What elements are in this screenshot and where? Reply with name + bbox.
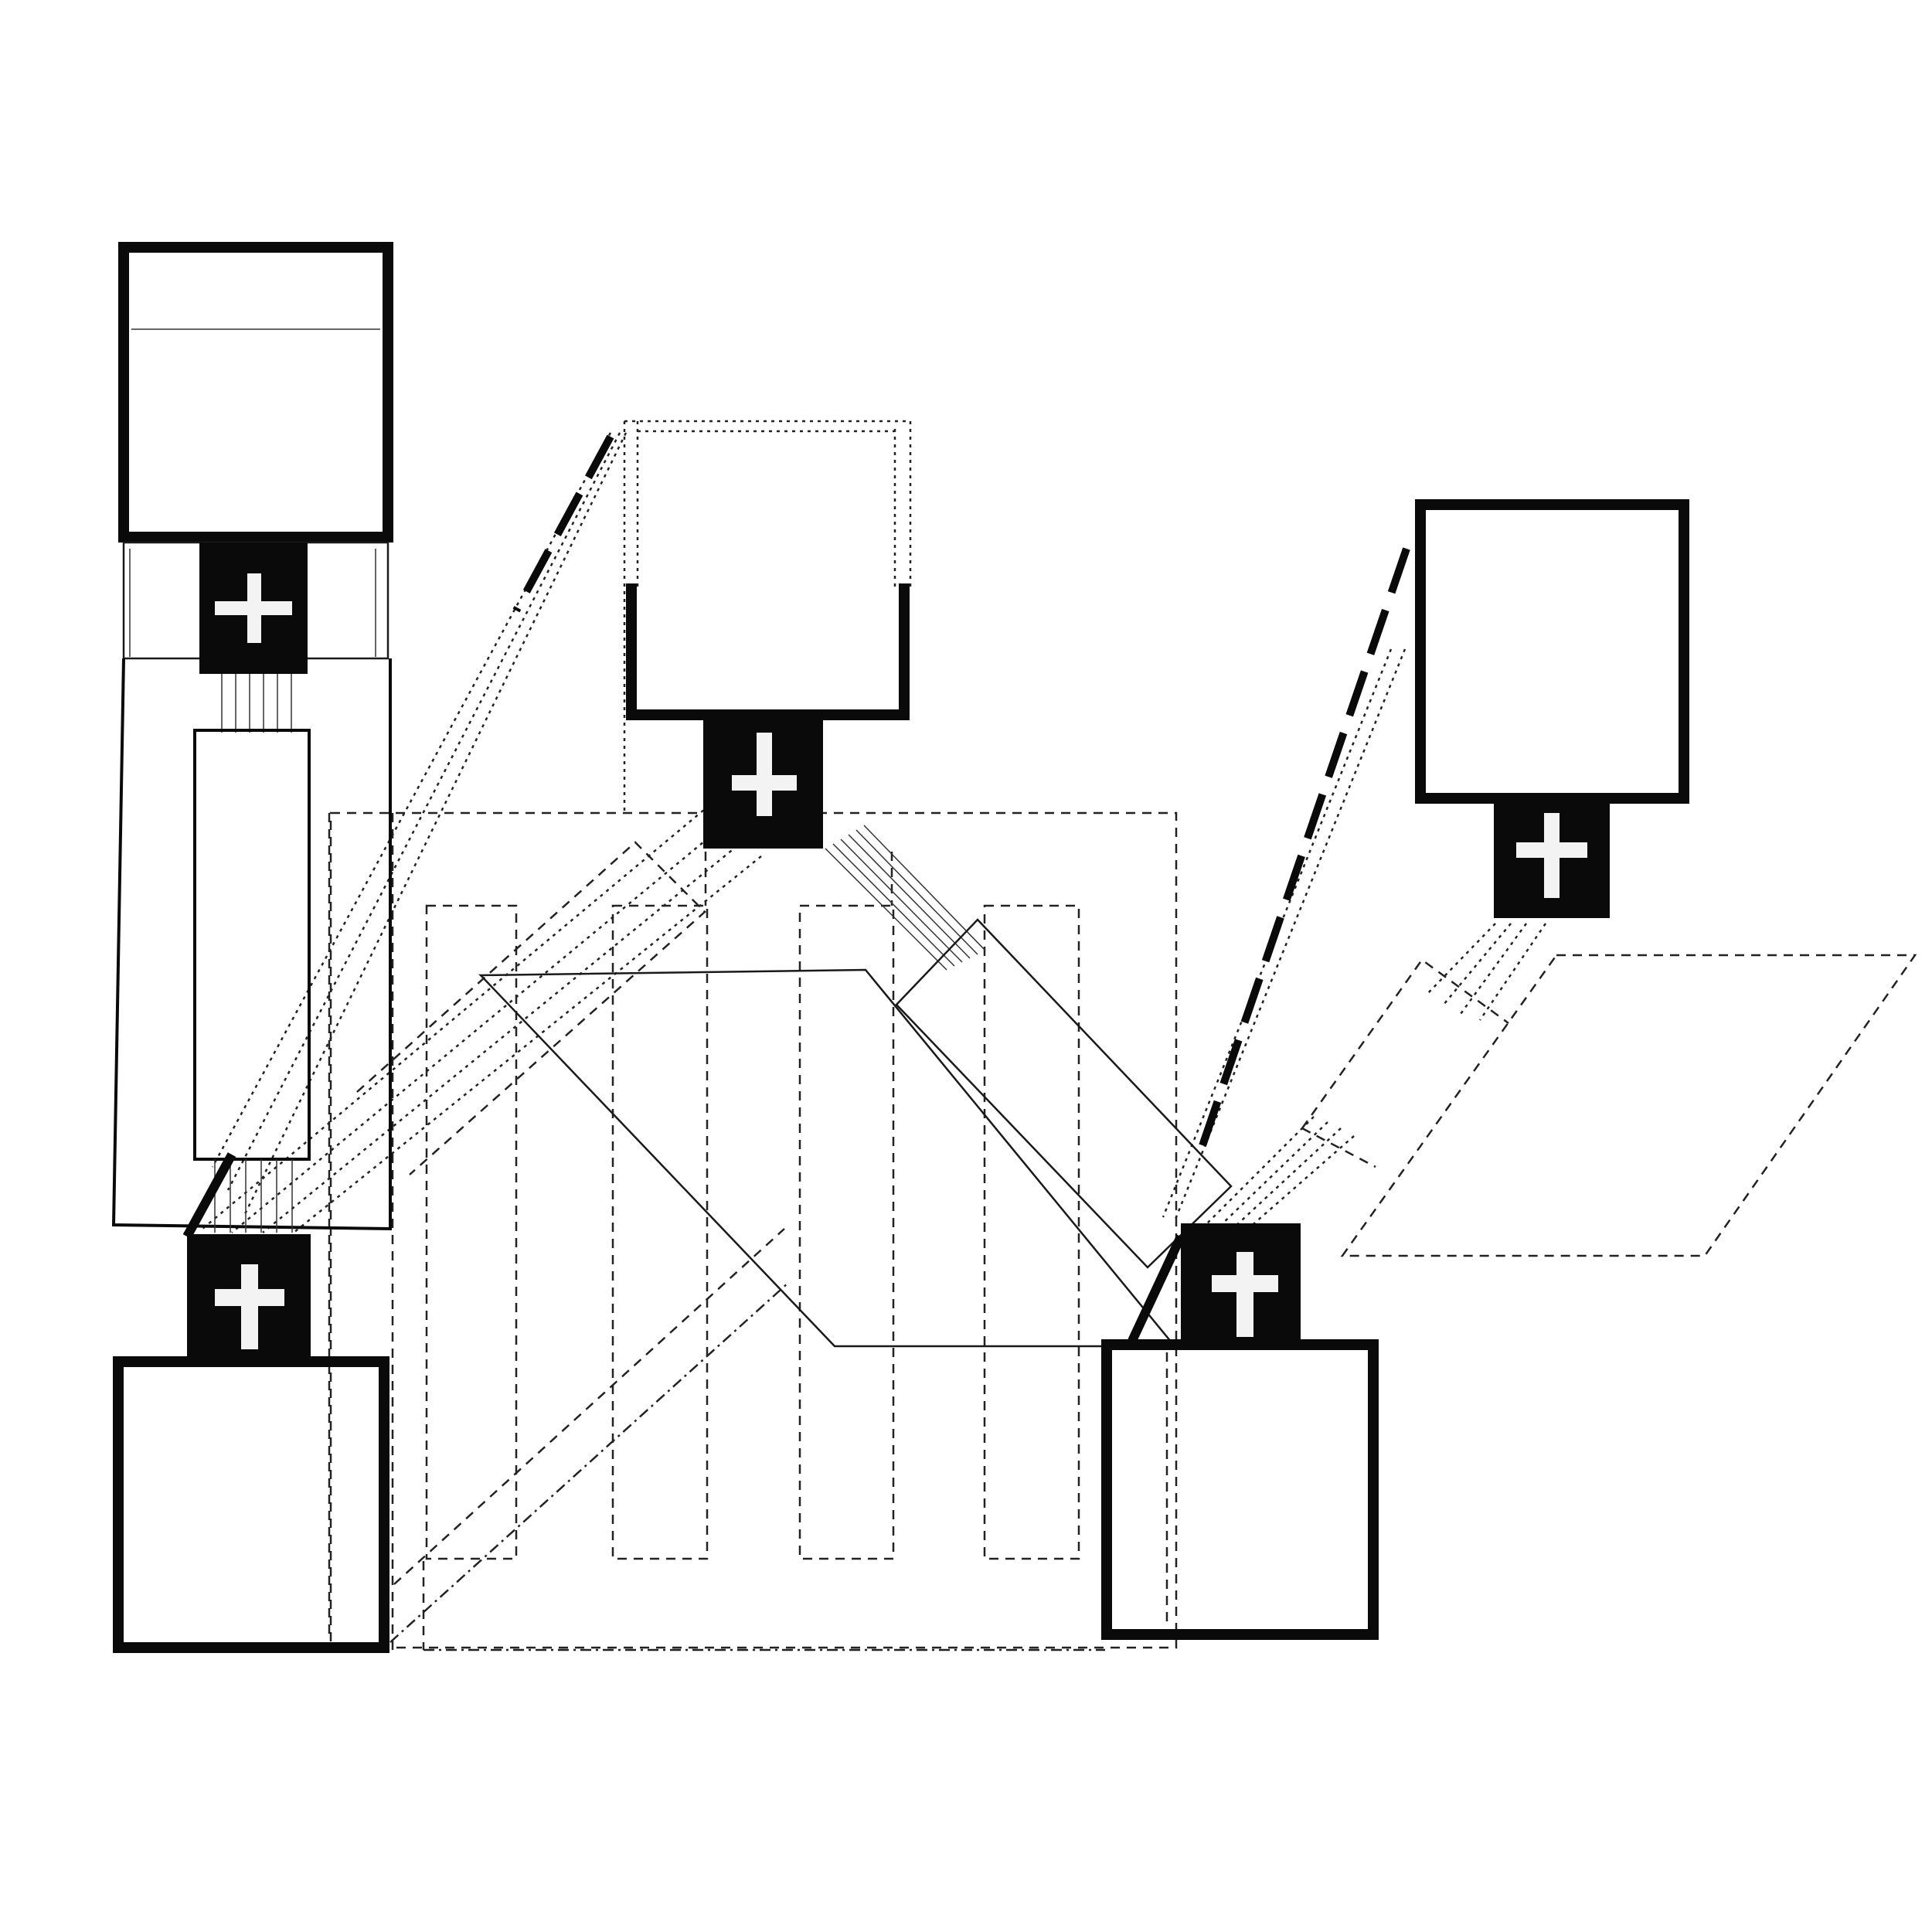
- square-frame: [118, 242, 393, 543]
- cross-icon: [732, 733, 797, 816]
- dashed-diagonal: [393, 1228, 785, 1585]
- dashed-bracket-right: [1301, 958, 1509, 1129]
- square-frame: [1101, 1339, 1379, 1640]
- dash-dot-diagonal: [389, 1282, 789, 1643]
- striped-pole: [512, 434, 614, 613]
- dotted-projection: [1173, 648, 1406, 1222]
- dotted-projection: [1427, 923, 1496, 994]
- connector-line: [855, 829, 978, 955]
- unit-bottom-right: [1101, 1223, 1379, 1640]
- unit-top-left: [111, 242, 614, 1239]
- solid-planes: [478, 918, 1233, 1348]
- tall-frame: [111, 658, 392, 1231]
- dotted-projection: [1443, 923, 1512, 1005]
- inner-panel: [193, 729, 311, 1161]
- dashed-bracket-foot: [1301, 1127, 1376, 1168]
- connector-line: [863, 825, 986, 951]
- rotated-slab: [895, 918, 1233, 1269]
- unit-top-center: [626, 583, 910, 849]
- dotted-projection: [293, 855, 762, 1233]
- square-frame: [113, 1356, 389, 1653]
- dashed-rhombus-right: [1340, 954, 1917, 1257]
- dashed-bay-4: [983, 904, 1080, 1560]
- large-dashed-outline: [329, 811, 1178, 1649]
- projection-lines: [202, 420, 1547, 1233]
- dotted-projection: [1247, 1135, 1355, 1230]
- square-frame: [626, 583, 910, 720]
- dashed-bay-3: [798, 904, 895, 1560]
- pole: [182, 1152, 236, 1239]
- dashed-planes: [356, 841, 1917, 1643]
- cross-icon: [1212, 1252, 1278, 1337]
- dotted-projection: [231, 822, 727, 1233]
- dotted-projection: [1162, 648, 1393, 1218]
- pole: [1128, 1234, 1185, 1343]
- dotted-projection: [1201, 1116, 1315, 1230]
- dotted-projection: [242, 432, 628, 1218]
- cross-icon: [1516, 813, 1587, 898]
- connector-line: [840, 838, 963, 963]
- dotted-projection: [1216, 1121, 1328, 1230]
- dotted-projection: [1232, 1128, 1342, 1230]
- dotted-projection: [202, 804, 710, 1230]
- square-frame: [1415, 499, 1689, 804]
- connector-line: [825, 848, 947, 971]
- unit-top-right: [1194, 499, 1689, 1161]
- dashed-bay-2: [611, 904, 709, 1560]
- dotted-projection: [1478, 923, 1547, 1021]
- striped-pole: [1194, 547, 1410, 1161]
- dotted-projection: [262, 840, 744, 1233]
- dotted-projection: [1459, 923, 1528, 1015]
- connector-line: [832, 843, 955, 967]
- dashed-slab-left: [356, 841, 706, 1175]
- unit-bottom-left: [113, 1234, 389, 1653]
- central-parallelogram: [478, 968, 1177, 1348]
- cross-icon: [215, 573, 292, 643]
- dashed-bay-1: [425, 904, 518, 1560]
- connector-line: [848, 834, 971, 959]
- dotted-projection: [226, 432, 621, 1191]
- cross-icon: [215, 1264, 284, 1349]
